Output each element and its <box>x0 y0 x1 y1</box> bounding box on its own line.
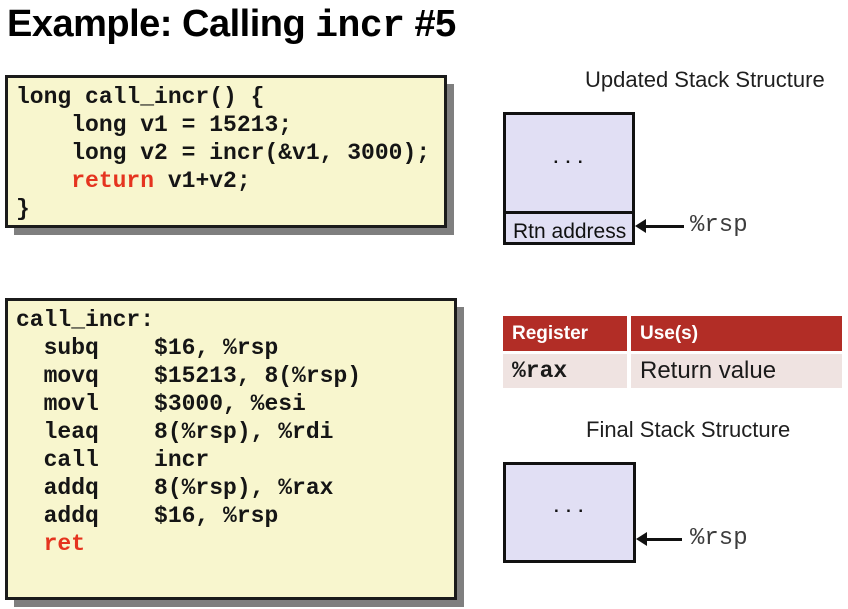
page-title: Example: Calling incr #5 <box>7 3 456 48</box>
updated-stack-heading: Updated Stack Structure <box>585 67 825 92</box>
code-segment: leaq 8(%rsp), %rdi <box>16 419 334 445</box>
rsp-arrow-shaft <box>646 538 682 541</box>
code-line: } <box>8 195 444 223</box>
rsp-pointer-label: %rsp <box>690 525 748 552</box>
code-line: call_incr: <box>8 301 454 334</box>
code-segment: movl $3000, %esi <box>16 391 306 417</box>
stack-cell-rtn-address: Rtn address <box>513 220 627 243</box>
code-segment: movq $15213, 8(%rsp) <box>16 363 362 389</box>
code-line: ret <box>8 530 454 558</box>
rsp-arrow-head-icon <box>635 219 646 233</box>
code-segment: return <box>71 168 155 194</box>
rsp-arrow-shaft <box>644 225 684 228</box>
table-row: %rax Return value <box>503 354 842 388</box>
code-segment: call_incr: <box>16 307 155 333</box>
code-line: movq $15213, 8(%rsp) <box>8 362 454 390</box>
code-line: addq 8(%rsp), %rax <box>8 474 454 502</box>
code-line: long v2 = incr(&v1, 3000); <box>8 139 444 167</box>
title-prefix: Example: Calling <box>7 3 316 45</box>
assembly-code-box: call_incr: subq $16, %rsp movq $15213, 8… <box>5 298 457 600</box>
code-segment: long v2 = incr(&v1, 3000); <box>16 140 431 166</box>
rsp-arrow-head-icon <box>636 532 647 546</box>
title-suffix: #5 <box>404 3 457 45</box>
code-line: call incr <box>8 446 454 474</box>
register-name-cell: %rax <box>503 354 627 388</box>
rsp-pointer-label: %rsp <box>690 212 748 239</box>
code-line: subq $16, %rsp <box>8 334 454 362</box>
stack-cell-ellipsis: ... <box>506 115 632 214</box>
register-table: Register Use(s) %rax Return value <box>503 316 842 391</box>
final-stack-diagram: ... <box>503 462 636 563</box>
code-line: long v1 = 15213; <box>8 111 444 139</box>
register-table-header-row: Register Use(s) <box>503 316 842 351</box>
ellipsis-text: ... <box>551 499 588 518</box>
c-source-code-box: long call_incr() { long v1 = 15213; long… <box>5 75 447 228</box>
code-segment: addq $16, %rsp <box>16 503 279 529</box>
code-segment: call incr <box>16 447 210 473</box>
code-segment: v1+v2; <box>154 168 251 194</box>
code-segment: addq 8(%rsp), %rax <box>16 475 334 501</box>
code-line: addq $16, %rsp <box>8 502 454 530</box>
ellipsis-text: ... <box>550 149 588 169</box>
code-segment: subq $16, %rsp <box>16 335 279 361</box>
uses-column-header: Use(s) <box>631 316 842 351</box>
register-column-header: Register <box>503 316 627 351</box>
code-segment: long call_incr() { <box>16 84 265 110</box>
final-stack-heading: Final Stack Structure <box>586 417 791 442</box>
code-segment: long v1 = 15213; <box>16 112 293 138</box>
code-segment: } <box>16 196 30 222</box>
code-line: leaq 8(%rsp), %rdi <box>8 418 454 446</box>
code-segment: ret <box>16 531 86 557</box>
title-code-word: incr <box>315 5 405 48</box>
code-line: long call_incr() { <box>8 78 444 111</box>
code-line: return v1+v2; <box>8 167 444 195</box>
code-line: movl $3000, %esi <box>8 390 454 418</box>
code-segment <box>16 168 71 194</box>
updated-stack-diagram: ... Rtn address <box>503 112 635 245</box>
register-use-cell: Return value <box>631 354 842 388</box>
